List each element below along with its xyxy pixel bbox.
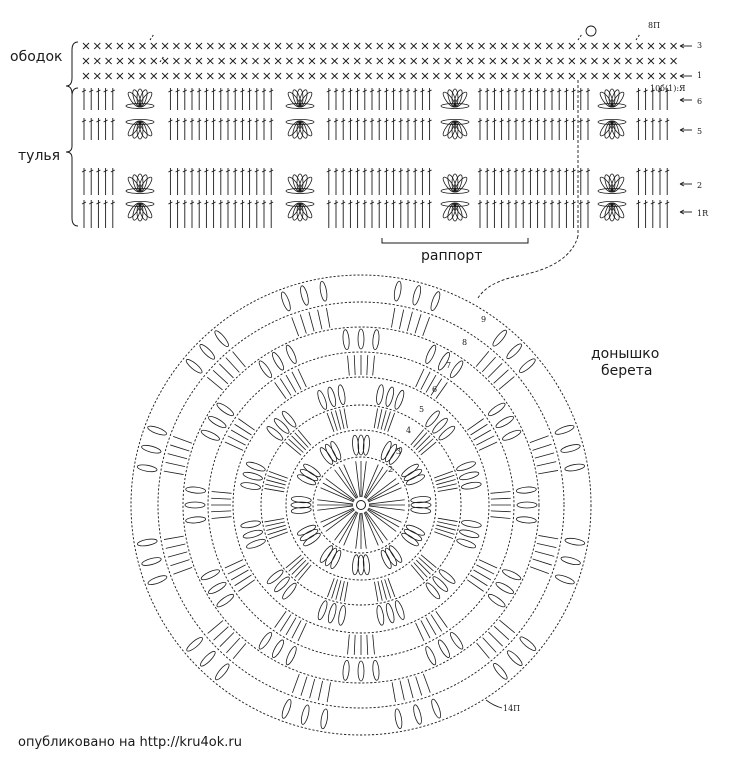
circle-row-number: 2: [388, 465, 393, 474]
bottom-label-line2: берета: [601, 363, 653, 379]
credit-text: опубликовано на http://kru4ok.ru: [18, 735, 242, 750]
circle-row-number: 7: [446, 361, 451, 370]
row-number-3: 3: [697, 41, 703, 50]
row-number-5: 5: [697, 127, 703, 136]
row-number-1r: 1R: [697, 209, 709, 218]
circle-row-number: 6: [432, 385, 437, 394]
circle-row-number: 4: [406, 426, 411, 435]
row-number-2: 2: [697, 181, 703, 190]
bottom-label-line1: донышко: [591, 346, 660, 362]
crown-label: тулья: [18, 148, 61, 164]
row-number-6: 6: [697, 97, 703, 106]
rim-label: ободок: [10, 49, 63, 65]
row-number-1: 1: [697, 71, 703, 80]
top-stitch-mark: 8П: [648, 21, 661, 30]
circle-row-number: 5: [419, 405, 424, 414]
circle-row-number: 8: [462, 338, 467, 347]
circle-stitch-mark: 14П: [503, 704, 521, 713]
side-stitch-mark: 10б(1):Я: [650, 84, 686, 93]
chart-strokes: [65, 25, 692, 736]
circle-row-number: 9: [481, 315, 486, 324]
circle-row-number: 3: [396, 447, 401, 456]
repeat-label: раппорт: [421, 248, 483, 264]
